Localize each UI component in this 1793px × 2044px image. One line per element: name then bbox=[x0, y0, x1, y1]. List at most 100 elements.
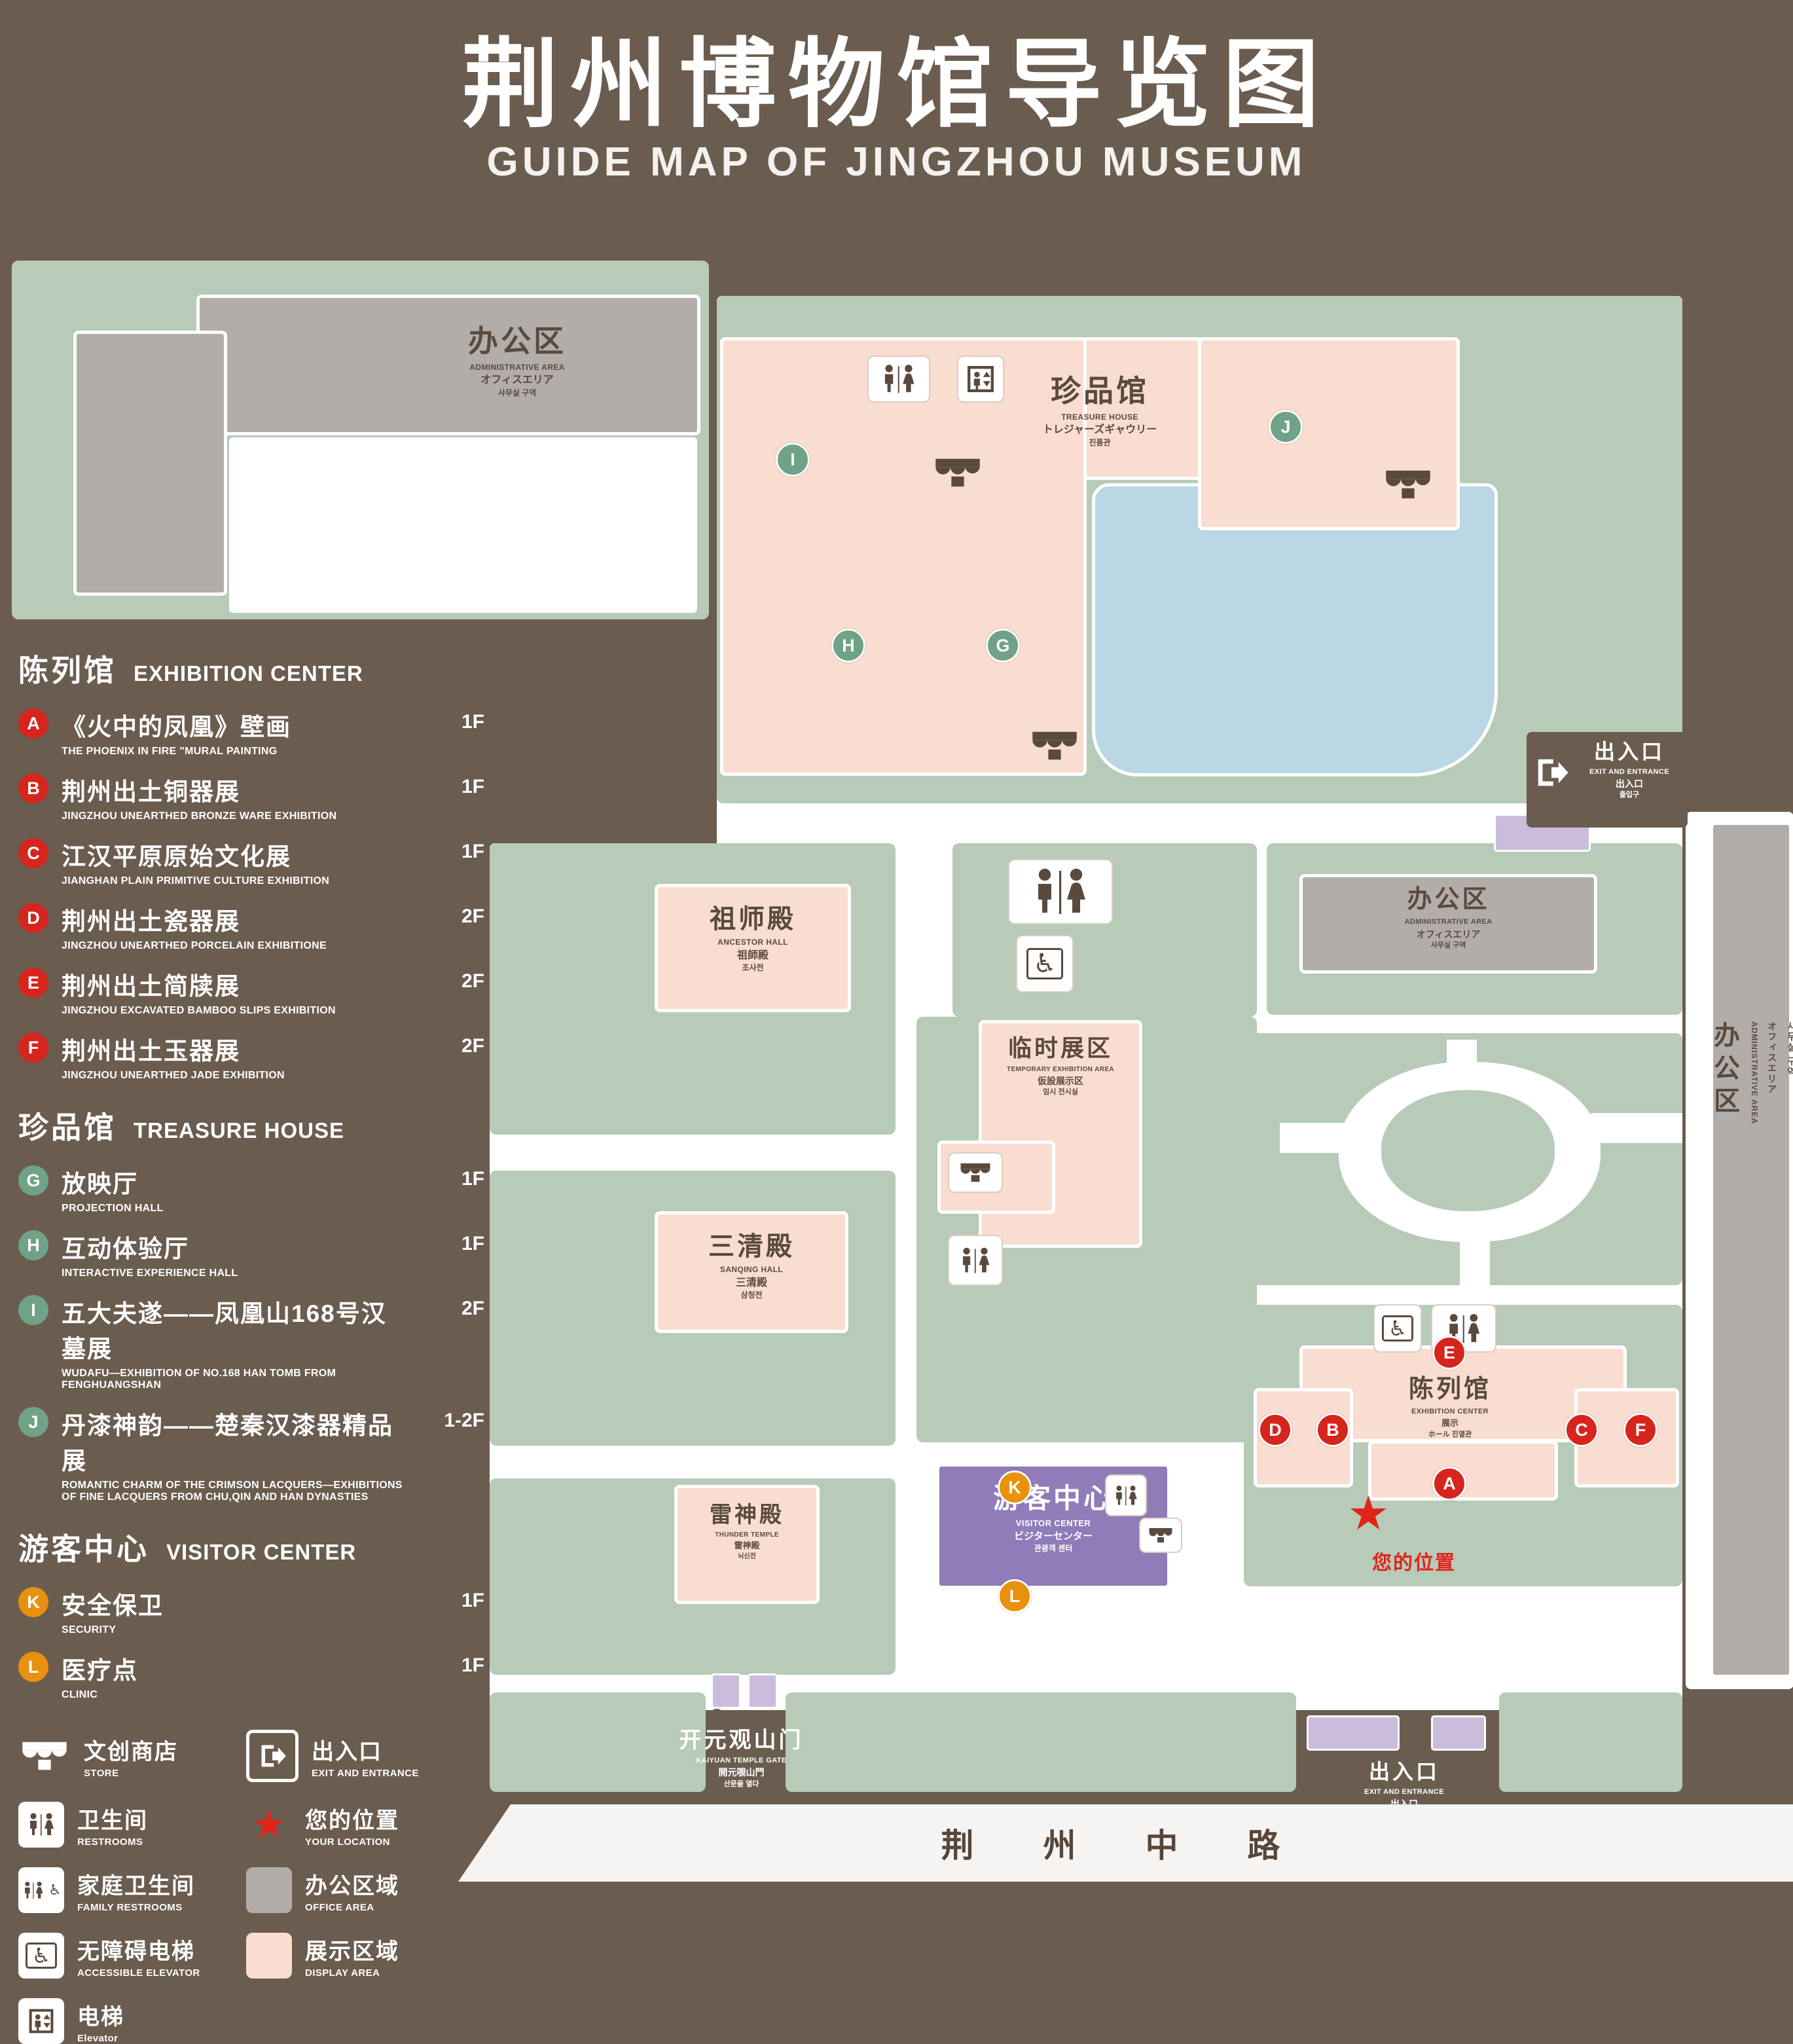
label-temporary-ja: 仮設展示区 bbox=[1038, 1075, 1083, 1086]
building-treasure-east bbox=[1198, 337, 1460, 530]
label-admin-nw: 办公区 ADMINISTRATIVE AREA オフィスエリア 사무실 구역 bbox=[393, 322, 642, 399]
item-i-floor: 2F bbox=[461, 1298, 484, 1319]
label-admin-east: 办公区 ADMINISTRATIVE AREA オフィスエリア 사무실 구역 bbox=[1710, 1021, 1793, 1480]
label-exit-south-en: EXIT AND ENTRANCE bbox=[1364, 1787, 1444, 1796]
accessible-elevator-icon: ♿ bbox=[18, 1933, 64, 1979]
label-temporary-en: TEMPORARY EXHIBITION AREA bbox=[1006, 1065, 1115, 1073]
label-ancestor-ko: 조사전 bbox=[742, 963, 764, 973]
label-visitor-ko: 관광객 센터 bbox=[1034, 1543, 1073, 1553]
marker-i: I bbox=[776, 443, 810, 477]
road-jingzhou-middle: 荆 州 中 路 bbox=[458, 1804, 1793, 1882]
road-label: 荆 州 中 路 bbox=[941, 1827, 1311, 1864]
badge-h: H bbox=[18, 1230, 48, 1260]
badge-e: E bbox=[18, 968, 48, 998]
store-icon bbox=[1029, 728, 1080, 763]
legend-exit-en: EXIT AND ENTRANCE bbox=[312, 1767, 419, 1779]
legend-store-zh: 文创商店 bbox=[84, 1739, 178, 1764]
label-exit-east-en: EXIT AND ENTRANCE bbox=[1589, 767, 1669, 776]
label-thunder-en: THUNDER TEMPLE bbox=[715, 1531, 779, 1539]
display-area-swatch bbox=[246, 1933, 292, 1979]
item-g-zh: 放映厅 bbox=[62, 1171, 138, 1197]
item-j-zh: 丹漆神韵——楚秦汉漆器精品展 bbox=[62, 1412, 393, 1474]
legend-elevator-zh: 电梯 bbox=[77, 2004, 124, 2030]
restroom-icon bbox=[948, 1235, 1003, 1286]
section-treasure-house: 珍品馆 TREASURE HOUSE bbox=[18, 1104, 484, 1147]
office-area-swatch bbox=[246, 1867, 292, 1913]
section-visitor-en: VISITOR CENTER bbox=[166, 1540, 357, 1564]
section-treasure-en: TREASURE HOUSE bbox=[134, 1118, 345, 1142]
elevator-icon bbox=[957, 356, 1004, 403]
label-exit-east-ja: 出入口 bbox=[1616, 778, 1643, 789]
legend-family-en: FAMILY RESTROOMS bbox=[77, 1901, 183, 1913]
item-l-en: CLINIC bbox=[62, 1689, 98, 1700]
sidebar-item-i: I 五大夫遂——凤凰山168号汉墓展 WUDAFU—EXHIBITION OF … bbox=[18, 1294, 484, 1391]
label-temporary-zh: 临时展区 bbox=[1007, 1034, 1113, 1061]
label-admin-mid-ja: オフィスエリア bbox=[1416, 928, 1481, 940]
legend-display-en: DISPLAY AREA bbox=[305, 1967, 380, 1979]
marker-j: J bbox=[1269, 410, 1303, 444]
your-location-label: 您的位置 bbox=[1372, 1552, 1456, 1574]
label-treasure: 珍品馆 TREASURE HOUSE トレジャーズギャウリー 진품관 bbox=[1002, 372, 1198, 448]
item-d-floor: 2F bbox=[461, 905, 484, 927]
item-k-zh: 安全保卫 bbox=[62, 1592, 164, 1619]
label-exhibition-zh: 陈列馆 bbox=[1408, 1376, 1491, 1403]
building-treasure-west bbox=[720, 337, 1087, 776]
label-exit-south-zh: 出入口 bbox=[1368, 1760, 1440, 1783]
marker-d: D bbox=[1258, 1413, 1292, 1447]
marker-a: A bbox=[1432, 1467, 1466, 1501]
legend-elevator-en: Elevator bbox=[77, 2032, 118, 2044]
label-ancestor: 祖师殿 ANCESTOR HALL 祖師殿 조사전 bbox=[660, 902, 846, 974]
legend-office-en: OFFICE AREA bbox=[305, 1901, 374, 1913]
legend-store: 文创商店 STORE bbox=[18, 1730, 246, 1782]
label-admin-nw-ko: 사무실 구역 bbox=[498, 388, 537, 398]
green-band-south bbox=[786, 1692, 1296, 1792]
label-admin-mid-zh: 办公区 bbox=[1407, 886, 1490, 913]
sidebar-item-j: J 丹漆神韵——楚秦汉漆器精品展 ROMANTIC CHARM OF THE C… bbox=[18, 1406, 484, 1503]
label-sanqing-ko: 삼청전 bbox=[740, 1290, 763, 1300]
legend-office-zh: 办公区域 bbox=[305, 1873, 399, 1899]
label-treasure-ja: トレジャーズギャウリー bbox=[1042, 424, 1157, 436]
badge-d: D bbox=[18, 903, 48, 933]
legend-restroom-zh: 卫生间 bbox=[77, 1808, 148, 1833]
building-admin-nw-wing bbox=[73, 331, 227, 596]
label-gate-ja: 開元覗山門 bbox=[718, 1767, 765, 1778]
wheelchair-glyph: ♿ bbox=[48, 1882, 62, 1898]
legend-your-location: ★ 您的位置 YOUR LOCATION bbox=[246, 1802, 484, 1848]
label-exhibition-ko: ホール 진열관 bbox=[1428, 1430, 1472, 1438]
sidebar-item-c: C 江汉平原原始文化展 JIANGHAN PLAIN PRIMITIVE CUL… bbox=[18, 837, 484, 887]
item-c-en: JIANGHAN PLAIN PRIMITIVE CULTURE EXHIBIT… bbox=[62, 875, 330, 886]
label-admin-east-en: ADMINISTRATIVE AREA bbox=[1750, 1021, 1759, 1124]
label-exit-east-ko: 출입구 bbox=[1619, 791, 1640, 799]
item-a-en: THE PHOENIX IN FIRE "MURAL PAINTING bbox=[62, 746, 278, 757]
building-sanqing bbox=[655, 1211, 848, 1333]
gate-block-temple-2 bbox=[748, 1673, 778, 1709]
section-visitor-center: 游客中心 VISITOR CENTER bbox=[18, 1525, 484, 1569]
item-l-floor: 1F bbox=[461, 1654, 484, 1676]
label-exit-east-zh: 出入口 bbox=[1593, 740, 1665, 763]
building-ancestor bbox=[655, 884, 851, 1012]
label-ancestor-en: ANCESTOR HALL bbox=[717, 938, 788, 947]
label-treasure-en: TREASURE HOUSE bbox=[1061, 412, 1138, 422]
legend-family-restroom: ♿ 家庭卫生间 FAMILY RESTROOMS bbox=[18, 1867, 246, 1913]
label-gate-zh: 开元观山门 bbox=[679, 1728, 804, 1753]
item-g-en: PROJECTION HALL bbox=[62, 1203, 164, 1214]
building-admin-nw-bar bbox=[196, 295, 700, 435]
label-thunder: 雷神殿 THUNDER TEMPLE 雷神殿 뇌신전 bbox=[679, 1501, 814, 1561]
label-exit-east: 出入口 EXIT AND ENTRANCE 出入口 출입구 bbox=[1574, 739, 1685, 799]
label-exhibition-ja: 展示 bbox=[1441, 1417, 1458, 1428]
legend-restroom: 卫生间 RESTROOMS bbox=[18, 1802, 246, 1848]
sidebar-item-k: K 安全保卫 SECURITY 1F bbox=[18, 1586, 484, 1636]
item-h-floor: 1F bbox=[461, 1233, 484, 1254]
label-admin-nw-zh: 办公区 bbox=[468, 324, 566, 358]
item-f-en: JINGZHOU UNEARTHED JADE EXHIBITION bbox=[62, 1070, 285, 1081]
garden-path-north bbox=[1447, 1040, 1477, 1072]
item-e-en: JINGZHOU EXCAVATED BAMBOO SLIPS EXHIBITI… bbox=[62, 1005, 336, 1016]
legend-store-en: STORE bbox=[84, 1767, 119, 1779]
garden-island bbox=[1381, 1090, 1555, 1211]
label-exhibition: 陈列馆 EXHIBITION CENTER 展示 ホール 진열관 bbox=[1352, 1374, 1548, 1439]
legend-restroom-en: RESTROOMS bbox=[77, 1836, 143, 1848]
label-admin-east-zh: 办公区 bbox=[1710, 1021, 1739, 1120]
building-thunder bbox=[674, 1485, 820, 1604]
label-treasure-ko: 진품관 bbox=[1089, 438, 1111, 448]
legend-icon-grid: 文创商店 STORE 出入口 EXIT AND ENTRANCE 卫生间 RES… bbox=[18, 1730, 484, 2044]
